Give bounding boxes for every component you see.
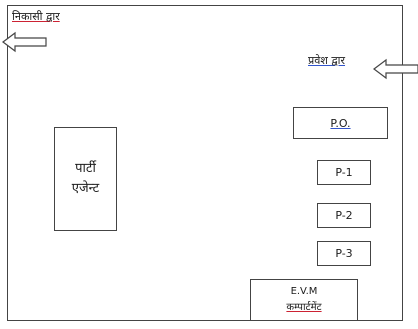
party-agent-box: पार्टी एजेन्ट xyxy=(54,127,117,231)
evm-compartment-label: कम्पार्टमेंट xyxy=(286,302,322,313)
polling-officer-2-label: P-2 xyxy=(335,209,353,222)
party-agent-line2: एजेन्ट xyxy=(71,181,100,196)
polling-officer-1-label: P-1 xyxy=(335,166,353,179)
polling-officer-2-box: P-2 xyxy=(317,203,371,228)
entry-arrow-icon xyxy=(373,58,418,80)
exit-arrow-icon xyxy=(2,31,47,53)
polling-officer-3-box: P-3 xyxy=(317,241,371,266)
party-agent-line1: पार्टी xyxy=(75,161,96,176)
exit-label: निकासी द्वार xyxy=(12,10,60,23)
evm-compartment-box: E.V.M कम्पार्टमेंट xyxy=(250,279,358,321)
evm-label: E.V.M xyxy=(290,286,318,297)
polling-officer-1-box: P-1 xyxy=(317,160,371,185)
presiding-officer-label: P.O. xyxy=(330,116,351,130)
entry-label: प्रवेश द्वार xyxy=(308,54,346,67)
polling-room-boundary xyxy=(7,5,403,321)
presiding-officer-box: P.O. xyxy=(293,107,388,139)
polling-officer-3-label: P-3 xyxy=(335,247,353,260)
